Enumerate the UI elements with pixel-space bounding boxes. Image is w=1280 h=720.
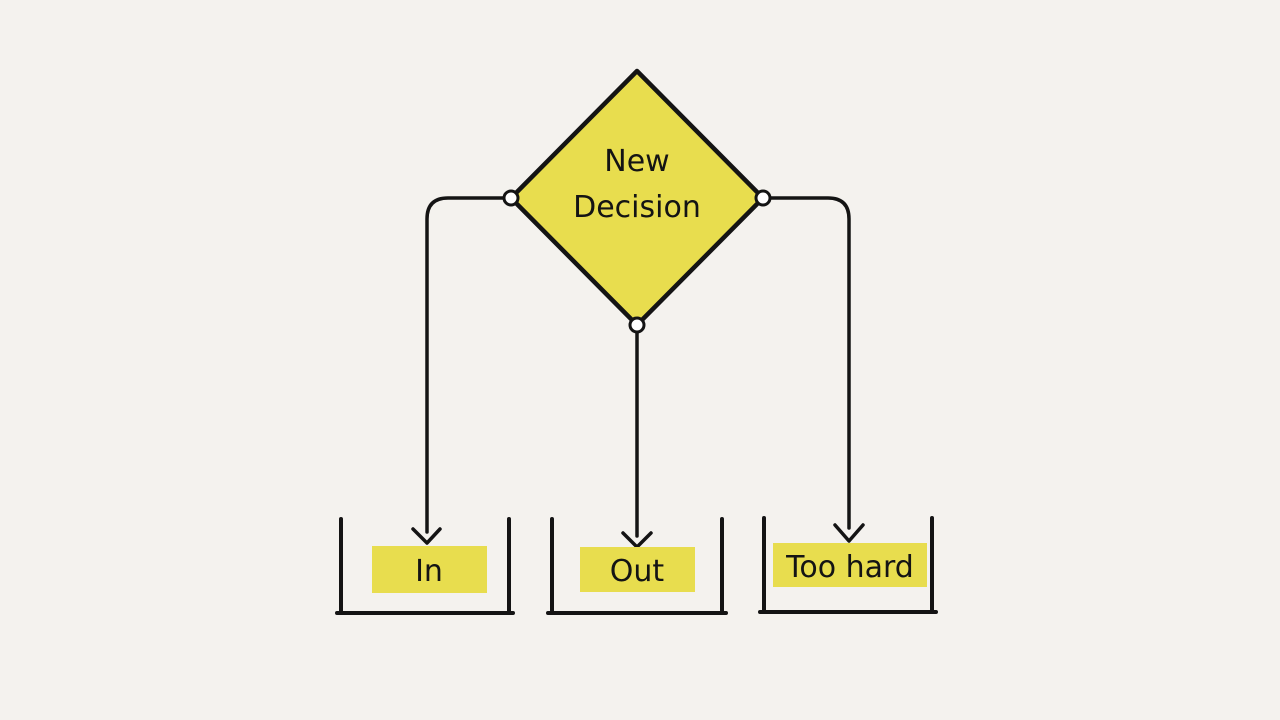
tray-toohard-bin: [758, 516, 938, 614]
connection-point-left: [502, 189, 520, 207]
tray-out-label: Out: [610, 554, 665, 589]
decision-label-line1: New: [604, 144, 669, 179]
arrowhead-toohard-icon: [833, 523, 865, 543]
tray-in-label: In: [415, 554, 443, 589]
tray-out-label-bg: [580, 547, 695, 592]
connection-point-bottom: [628, 316, 646, 334]
decision-label-line2: Decision: [573, 190, 701, 225]
connector-decision-to-in: [425, 196, 513, 534]
tray-toohard-label-bg: [773, 543, 927, 587]
connection-point-right: [754, 189, 772, 207]
tray-out: Out: [546, 517, 728, 615]
tray-toohard-label: Too hard: [785, 550, 914, 585]
arrowhead-in-icon: [411, 527, 442, 545]
tray-out-bin: [546, 517, 728, 615]
tray-in-label-bg: [372, 546, 487, 593]
tray-toohard: Too hard: [758, 516, 938, 614]
tray-in-bin: [335, 517, 515, 615]
tray-in: In: [335, 517, 515, 615]
connector-decision-to-toohard: [761, 196, 851, 530]
